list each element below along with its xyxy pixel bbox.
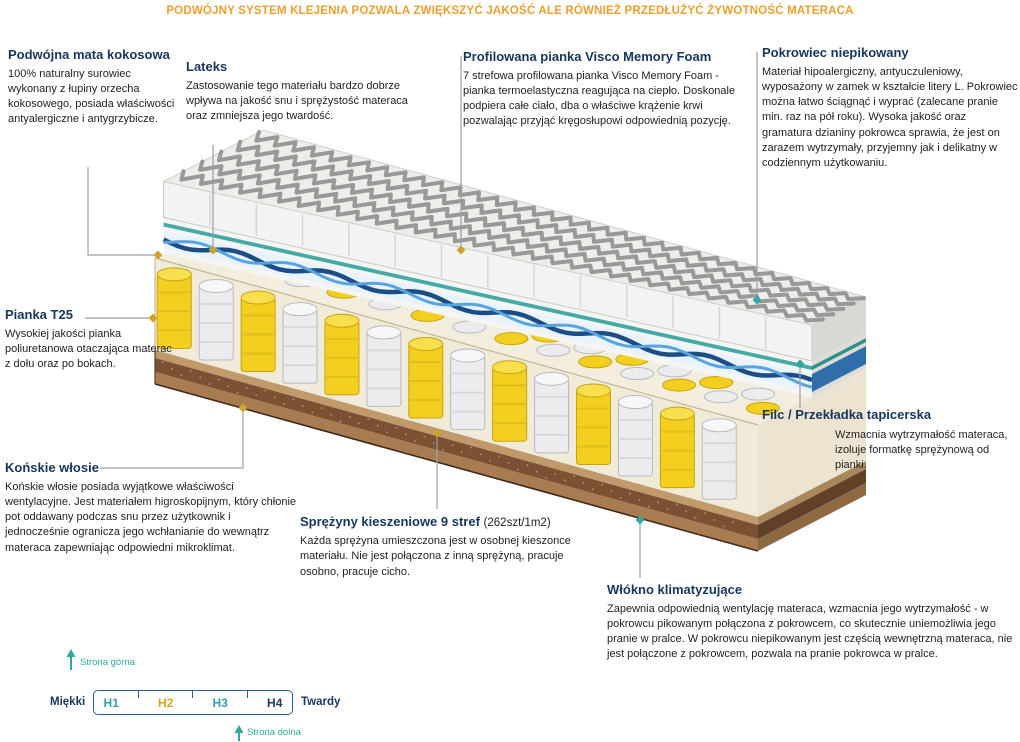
annotation-title: Pianka T25 — [5, 307, 73, 322]
hard-label: Twardy — [301, 696, 341, 708]
annotation-title: Filc / Przekładka tapicerska — [762, 407, 932, 422]
scale-tick — [192, 691, 194, 698]
bottom-side-label: Strona dolna — [247, 727, 301, 738]
annotation-horsehair: Końskie włosie Końskie włosie posiada wy… — [5, 460, 297, 556]
bottom-layers — [154, 350, 759, 552]
soft-label: Miękki — [50, 696, 86, 708]
hardness-level: H2 — [158, 695, 174, 710]
hardness-level: H3 — [212, 695, 228, 710]
page-title: PODWÓJNY SYSTEM KLEJENIA POZWALA ZWIĘKSZ… — [166, 5, 854, 17]
spring-count: (262szt/1m2) — [483, 517, 551, 529]
annotation-coconut: Podwójna mata kokosowa 100% naturalny su… — [8, 47, 180, 128]
annotation-body: Materiał hipoalergiczny, antyuczuleniowy… — [762, 65, 1018, 169]
annotation-body: Wysokiej jakości pianka poliuretanowa ot… — [5, 327, 172, 371]
annotation-title: Włókno klimatyzujące — [607, 582, 743, 597]
annotation-body: Wzmacnia wytrzymałość materaca, izoluje … — [835, 429, 1008, 472]
hardness-level: H1 — [103, 695, 119, 710]
zigzag-foam-layer — [162, 129, 868, 326]
annotation-body: 100% naturalny surowiec wykonany z łupin… — [8, 67, 175, 126]
annotation-title: Profilowana pianka Visco Memory Foam — [463, 49, 712, 64]
annotation-felt-title: Filc / Przekładka tapicerska — [762, 407, 992, 427]
annotation-title: Sprężyny kieszeniowe 9 stref (262szt/1m2… — [300, 514, 551, 529]
annotation-title: Podwójna mata kokosowa — [8, 47, 170, 62]
annotation-latex: Lateks Zastosowanie tego materiału bardz… — [186, 59, 414, 124]
annotation-t25: Pianka T25 Wysokiej jakości pianka poliu… — [5, 307, 180, 372]
annotation-body: 7 strefowa profilowana pianka Visco Memo… — [463, 69, 736, 128]
annotation-title: Lateks — [186, 59, 228, 74]
annotation-cover: Pokrowiec niepikowany Materiał hipoalerg… — [762, 45, 1018, 171]
pocket-springs — [156, 267, 737, 500]
mattress-side-face — [758, 369, 866, 551]
annotation-felt-body: Wzmacnia wytrzymałość materaca, izoluje … — [835, 428, 1013, 474]
annotation-title: Końskie włosie — [5, 460, 99, 475]
top-side-label: Strona górna — [80, 657, 135, 668]
hardness-pill: H1 H2 H3 H4 — [93, 690, 293, 715]
hardness-level: H4 — [267, 695, 283, 710]
springs-top-face — [155, 253, 812, 425]
annotation-title: Pokrowiec niepikowany — [762, 45, 909, 60]
annotation-visco: Profilowana pianka Visco Memory Foam 7 s… — [463, 49, 741, 130]
annotation-body: Zapewnia odpowiednią wentylację materaca… — [607, 602, 1013, 661]
annotation-springs: Sprężyny kieszeniowe 9 stref (262szt/1m2… — [300, 514, 600, 580]
scale-tick — [137, 691, 139, 698]
scale-tick — [246, 691, 248, 698]
annotation-body: Zastosowanie tego materiału bardzo dobrz… — [186, 79, 408, 123]
annotation-body: Każda sprężyna umieszczona jest w osobne… — [300, 535, 571, 578]
layer-stack — [162, 180, 866, 397]
annotation-climate: Włókno klimatyzujące Zapewnia odpowiedni… — [607, 582, 1017, 663]
annotation-body: Końskie włosie posiada wyjątkowe właściw… — [5, 480, 297, 554]
